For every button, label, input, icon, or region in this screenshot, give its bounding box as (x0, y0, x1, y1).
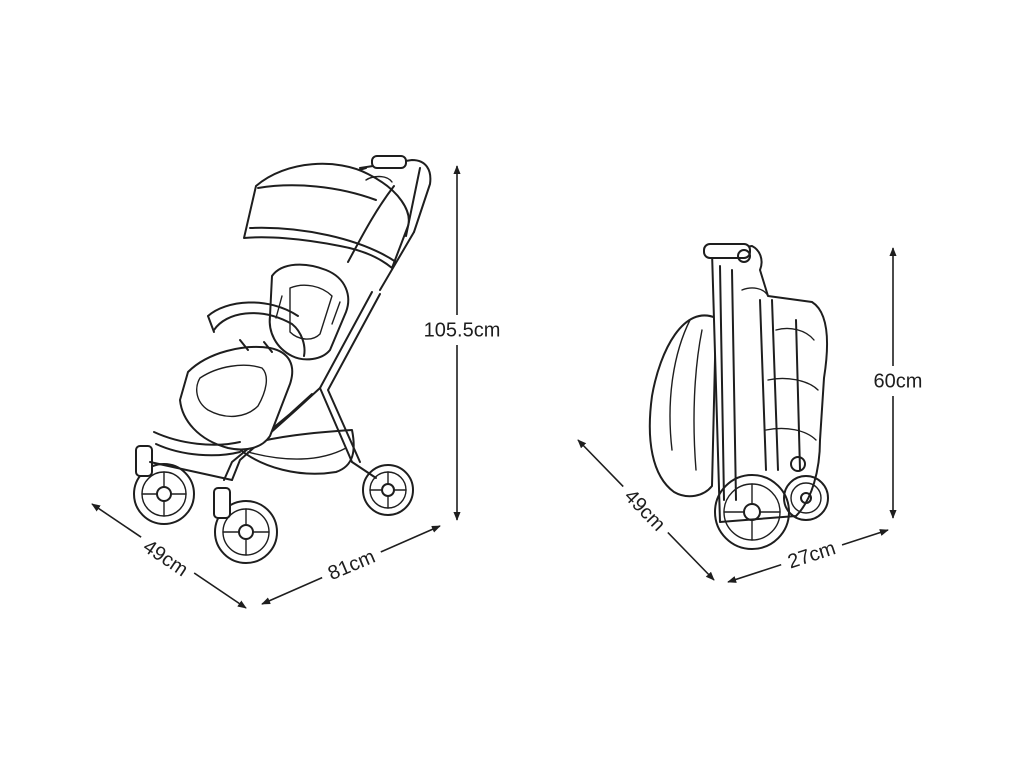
dimension-labels: 105.5cm 81cm 49cm 60cm 27cm 49cm (131, 315, 932, 591)
unfolded-height-label: 105.5cm (424, 319, 501, 341)
folded-stroller-drawing (648, 243, 829, 550)
unfolded-stroller-drawing (133, 155, 432, 564)
folded-height-label: 60cm (874, 370, 923, 392)
